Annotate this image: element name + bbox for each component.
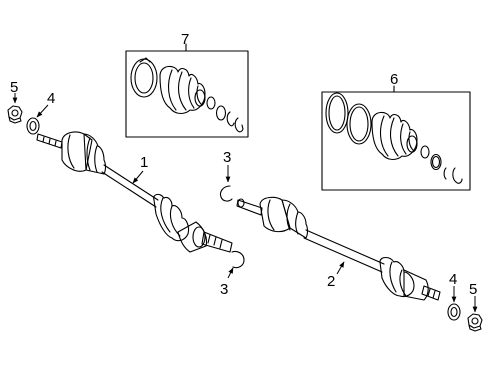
callout-5-right: 5 (469, 281, 477, 298)
small-boot-clamp-icon (420, 145, 430, 159)
leader-3-bottom (227, 267, 234, 279)
boot-ring-icon (346, 103, 372, 145)
retaining-ring-icon (430, 153, 442, 171)
callout-7: 7 (181, 31, 189, 48)
boot-kit-box-7 (125, 43, 249, 138)
leader-4-left (36, 104, 49, 118)
callout-3-top: 3 (223, 149, 231, 166)
washer-right-icon (447, 303, 461, 321)
large-boot-clamp-icon (325, 92, 349, 134)
kit-frame-7 (125, 50, 249, 138)
callout-4-left: 4 (47, 90, 55, 107)
outer-stub-icon (421, 285, 441, 301)
axle-nut-left-icon (7, 105, 23, 124)
callout-1: 1 (140, 154, 148, 171)
outer-boot-icon (83, 133, 107, 175)
inner-cv-joint-icon (259, 196, 291, 233)
inner-boot-icon (153, 193, 190, 242)
inner-stub-icon (236, 199, 263, 216)
snap-ring-icon (226, 111, 235, 127)
snap-ring-lower-icon (231, 250, 245, 269)
washer-left-icon (26, 117, 40, 135)
leader-2 (336, 261, 345, 275)
outer-stub-icon (36, 133, 63, 149)
inner-cv-joint-icon (177, 221, 208, 253)
outer-cv-joint-icon (403, 269, 429, 301)
callout-6: 6 (390, 71, 398, 88)
callout-4-right: 4 (449, 271, 457, 288)
leader-1 (132, 170, 144, 184)
retaining-ring-icon (215, 105, 227, 121)
cv-boot-icon (371, 111, 418, 161)
cv-boot-icon (159, 65, 206, 115)
small-boot-clamp-icon (206, 96, 216, 110)
right-axle-shaft (236, 196, 441, 301)
kit-frame-6 (321, 91, 471, 191)
boot-kit-box-6 (321, 85, 471, 191)
outer-boot-icon (379, 256, 415, 298)
inner-boot-icon (281, 199, 309, 239)
axle-nut-right-icon (467, 313, 483, 332)
snap-ring-icon (452, 167, 463, 184)
callout-3-bottom: 3 (220, 281, 228, 298)
inner-stub-icon (201, 231, 233, 253)
left-axle-shaft (36, 131, 233, 253)
callout-5-left: 5 (10, 79, 18, 96)
outer-cv-joint-icon (61, 131, 93, 172)
callout-2: 2 (327, 273, 335, 290)
snap-ring-upper-icon (219, 185, 233, 202)
